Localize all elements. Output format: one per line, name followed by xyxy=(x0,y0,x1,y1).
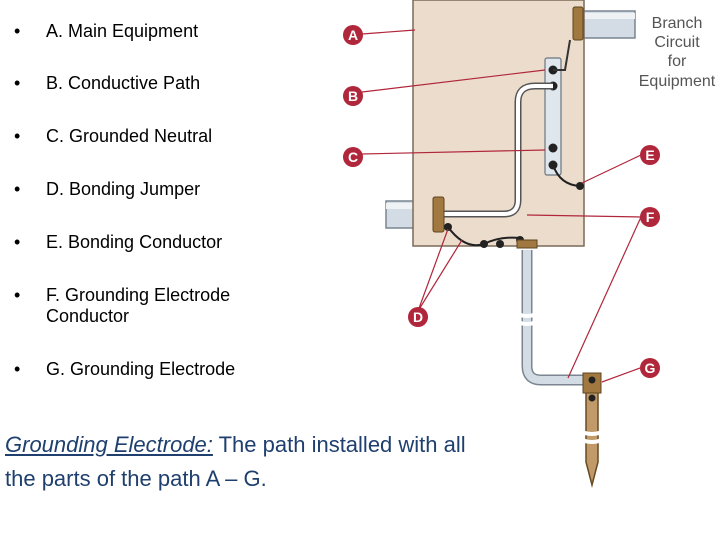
marker-a-label: A xyxy=(348,27,358,43)
legend-text: B. Conductive Path xyxy=(46,73,201,93)
top-lock-connector xyxy=(572,6,584,41)
marker-e: E xyxy=(640,145,660,165)
bullet: • xyxy=(14,359,21,379)
definition: Grounding Electrode: The path installed … xyxy=(5,428,585,496)
marker-c: C xyxy=(343,147,363,167)
marker-f-label: F xyxy=(646,209,655,225)
marker-g: G xyxy=(640,358,660,378)
marker-b-label: B xyxy=(348,88,358,104)
bullet: • xyxy=(14,232,21,252)
legend-text: G. Grounding Electrode xyxy=(46,359,236,379)
branch-label-1: Branch xyxy=(652,15,703,32)
marker-d: D xyxy=(408,307,428,327)
branch-circuit-label: Branch Circuit for Equipment xyxy=(639,15,716,90)
legend-text: E. Bonding Conductor xyxy=(46,232,223,252)
bullet: • xyxy=(14,73,21,93)
legend-text-line2: Conductor xyxy=(46,306,130,326)
bullet: • xyxy=(14,285,21,305)
legend-text: C. Grounded Neutral xyxy=(46,126,213,146)
marker-g-label: G xyxy=(645,360,656,376)
leader-lines xyxy=(361,29,642,383)
branch-label-2: Circuit xyxy=(654,34,700,51)
marker-b: B xyxy=(343,86,363,106)
branch-label-4: Equipment xyxy=(639,73,716,90)
top-conduit xyxy=(582,10,636,39)
marker-f: F xyxy=(640,207,660,227)
left-lock-connector xyxy=(432,196,445,233)
grounding-electrode-rod xyxy=(577,372,607,488)
ground-clamp-top xyxy=(516,239,538,249)
marker-e-label: E xyxy=(645,147,654,163)
bullet: • xyxy=(14,21,21,41)
grounded-neutral-wire xyxy=(553,39,571,71)
legend-text: A. Main Equipment xyxy=(46,21,199,41)
definition-body-2: the parts of the path A – G. xyxy=(5,466,267,491)
marker-a: A xyxy=(343,25,363,45)
definition-body-1: The path installed with all xyxy=(212,432,466,457)
bullet: • xyxy=(14,179,21,199)
bullet: • xyxy=(14,126,21,146)
legend-text: D. Bonding Jumper xyxy=(46,179,201,199)
marker-d-label: D xyxy=(413,309,423,325)
neutral-terminal-bar xyxy=(544,57,562,176)
marker-c-label: C xyxy=(348,149,358,165)
branch-label-3: for xyxy=(668,53,687,70)
legend-text: F. Grounding Electrode xyxy=(46,285,231,305)
definition-term: Grounding Electrode: xyxy=(5,432,213,457)
